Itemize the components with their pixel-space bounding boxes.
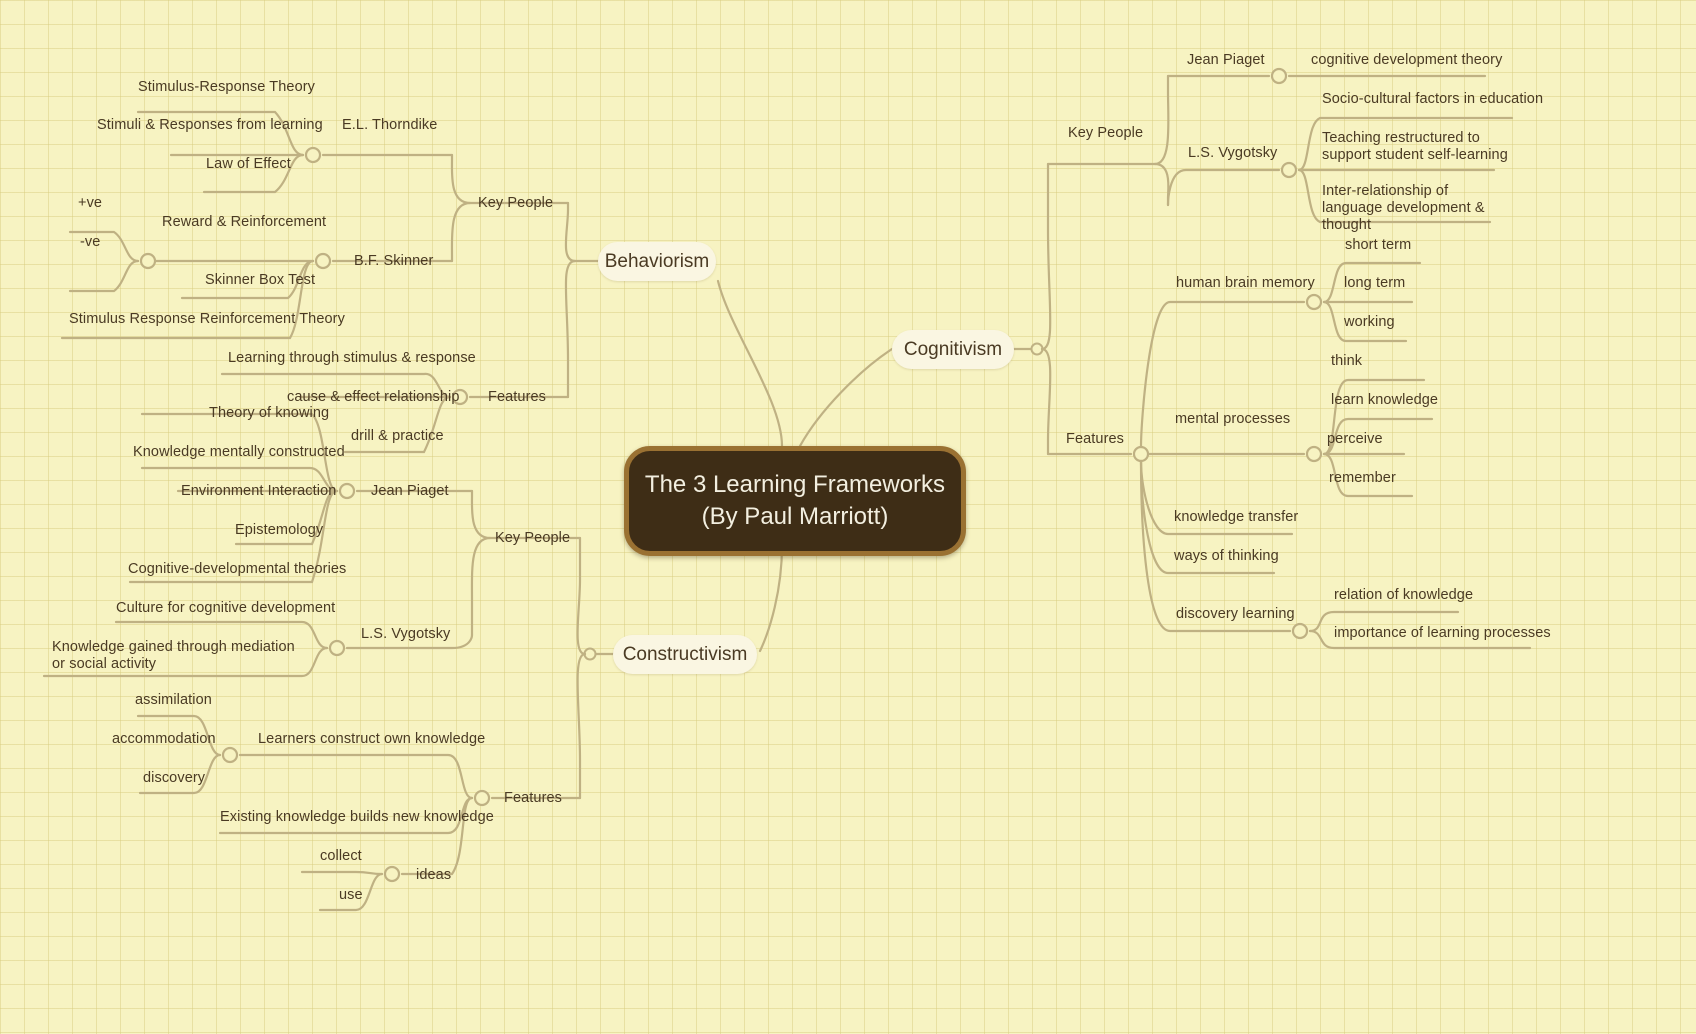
label-cognitivism-features[interactable]: Features [1066,431,1125,447]
label-constructivism-features[interactable]: Features [504,790,563,806]
label-socio-cultural-factors[interactable]: Socio-cultural factors in education [1322,91,1544,107]
label-learn-knowledge[interactable]: learn knowledge [1331,392,1439,408]
label-ways-of-thinking[interactable]: ways of thinking [1174,548,1279,564]
label-cognitivism-vygotsky[interactable]: L.S. Vygotsky [1188,145,1278,161]
label-knowledge-transfer[interactable]: knowledge transfer [1174,509,1299,525]
label-constructivism-piaget[interactable]: Jean Piaget [371,483,449,499]
label-culture-for-cognitive-development[interactable]: Culture for cognitive development [116,600,336,616]
label-working[interactable]: working [1344,314,1395,330]
label-cognitivism-key-people[interactable]: Key People [1068,125,1144,141]
label-constructivism-key-people[interactable]: Key People [495,530,571,546]
label-positive-reinforcement[interactable]: +ve [78,195,103,211]
label-environment-interaction[interactable]: Environment Interaction [181,483,337,499]
label-accommodation[interactable]: accommodation [112,731,216,747]
label-drill-practice[interactable]: drill & practice [351,428,444,444]
label-assimilation[interactable]: assimilation [135,692,212,708]
label-use[interactable]: use [339,887,363,903]
label-stimulus-response-reinforcement-theory[interactable]: Stimulus Response Reinforcement Theory [69,311,345,327]
label-human-brain-memory[interactable]: human brain memory [1176,275,1315,291]
branch-behaviorism[interactable]: Behaviorism [598,242,716,281]
label-learning-through-stimulus-response[interactable]: Learning through stimulus & response [228,350,476,366]
label-constructivism-vygotsky[interactable]: L.S. Vygotsky [361,626,451,642]
label-epistemology[interactable]: Epistemology [235,522,324,538]
label-think[interactable]: think [1331,353,1363,369]
branch-cognitivism-label: Cognitivism [903,338,1003,360]
label-remember[interactable]: remember [1329,470,1396,486]
root-title: The 3 Learning Frameworks (By Paul Marri… [644,471,946,530]
label-reward-reinforcement[interactable]: Reward & Reinforcement [162,214,327,230]
label-collect[interactable]: collect [320,848,362,864]
label-cognitive-developmental-theories[interactable]: Cognitive-developmental theories [128,561,347,577]
label-stimuli-responses[interactable]: Stimuli & Responses from learning [97,117,323,133]
label-theory-of-knowing[interactable]: Theory of knowing [209,405,330,421]
label-importance-learning-processes[interactable]: importance of learning processes [1334,625,1551,641]
branch-cognitivism[interactable]: Cognitivism [892,330,1014,369]
label-knowledge-gained-mediation[interactable]: Knowledge gained through mediation or so… [52,639,295,672]
label-discovery-learning[interactable]: discovery learning [1176,606,1295,622]
label-perceive[interactable]: perceive [1327,431,1383,447]
label-law-of-effect[interactable]: Law of Effect [206,156,291,172]
label-skinner-box-test[interactable]: Skinner Box Test [205,272,316,288]
label-teaching-restructured[interactable]: Teaching restructured to support student… [1322,130,1508,163]
label-knowledge-mentally-constructed[interactable]: Knowledge mentally constructed [133,444,345,460]
label-cognitive-development-theory[interactable]: cognitive development theory [1311,52,1503,68]
label-existing-knowledge-builds-new[interactable]: Existing knowledge builds new knowledge [220,809,494,825]
label-thorndike[interactable]: E.L. Thorndike [342,117,438,133]
label-stimulus-response-theory[interactable]: Stimulus-Response Theory [138,79,316,95]
label-behaviorism-key-people[interactable]: Key People [478,195,554,211]
label-discovery[interactable]: discovery [143,770,206,786]
label-short-term[interactable]: short term [1345,237,1412,253]
label-cause-effect-relationship[interactable]: cause & effect relationship [287,389,460,405]
label-relation-of-knowledge[interactable]: relation of knowledge [1334,587,1474,603]
branch-behaviorism-label: Behaviorism [604,250,710,272]
label-mental-processes[interactable]: mental processes [1175,411,1291,427]
label-long-term[interactable]: long term [1344,275,1406,291]
label-cognitivism-piaget[interactable]: Jean Piaget [1187,52,1265,68]
label-ideas[interactable]: ideas [416,867,452,883]
label-negative-reinforcement[interactable]: -ve [80,234,101,250]
label-behaviorism-features[interactable]: Features [488,389,547,405]
branch-constructivism-label: Constructivism [622,643,748,665]
label-inter-relationship-language[interactable]: Inter-relationship of language developme… [1322,183,1485,233]
label-skinner[interactable]: B.F. Skinner [354,253,434,269]
branch-constructivism[interactable]: Constructivism [613,635,757,674]
root-node[interactable]: The 3 Learning Frameworks (By Paul Marri… [624,446,966,556]
label-learners-construct-own-knowledge[interactable]: Learners construct own knowledge [258,731,486,747]
